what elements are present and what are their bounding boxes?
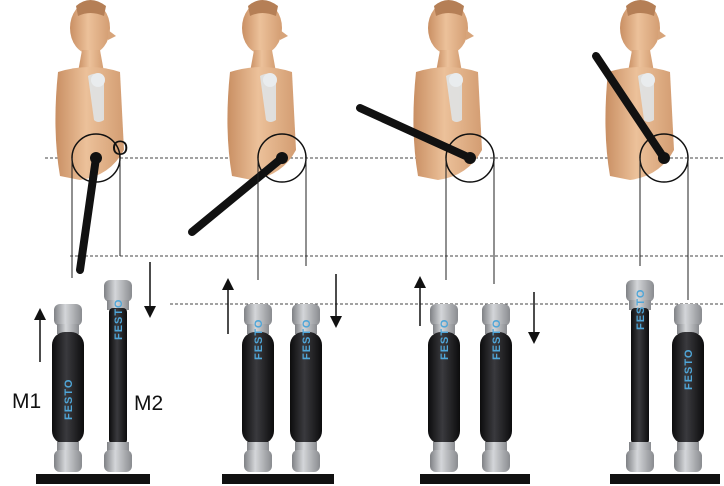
muscle-m1-label: M1 xyxy=(12,390,41,413)
muscle-m2-label: M2 xyxy=(134,392,163,415)
muscle-brand-3b: FESTO xyxy=(491,319,503,360)
joint-pivot-3 xyxy=(464,152,476,164)
panel-4 xyxy=(596,0,720,484)
muscle-brand-1a: FESTO xyxy=(63,379,75,420)
joint-pivot-1 xyxy=(90,152,102,164)
muscle-brand-2b: FESTO xyxy=(301,319,313,360)
muscle-brand-4b: FESTO xyxy=(683,349,695,390)
panel-2 xyxy=(192,0,336,484)
base-plate-3 xyxy=(420,474,530,484)
joint-pivot-2 xyxy=(276,152,288,164)
panel-3 xyxy=(360,0,534,484)
base-plate-2 xyxy=(222,474,334,484)
joint-marker-label: O xyxy=(112,137,128,160)
base-plate-1 xyxy=(36,474,150,484)
muscle-brand-4a: FESTO xyxy=(635,289,647,330)
muscle-brand-1b: FESTO xyxy=(113,299,125,340)
panel-1: O M1 M2 xyxy=(12,0,163,484)
base-plate-4 xyxy=(610,474,720,484)
figure-2 xyxy=(227,0,296,180)
muscle-brand-2a: FESTO xyxy=(253,319,265,360)
muscle-brand-3a: FESTO xyxy=(439,319,451,360)
joint-pivot-4 xyxy=(658,152,670,164)
